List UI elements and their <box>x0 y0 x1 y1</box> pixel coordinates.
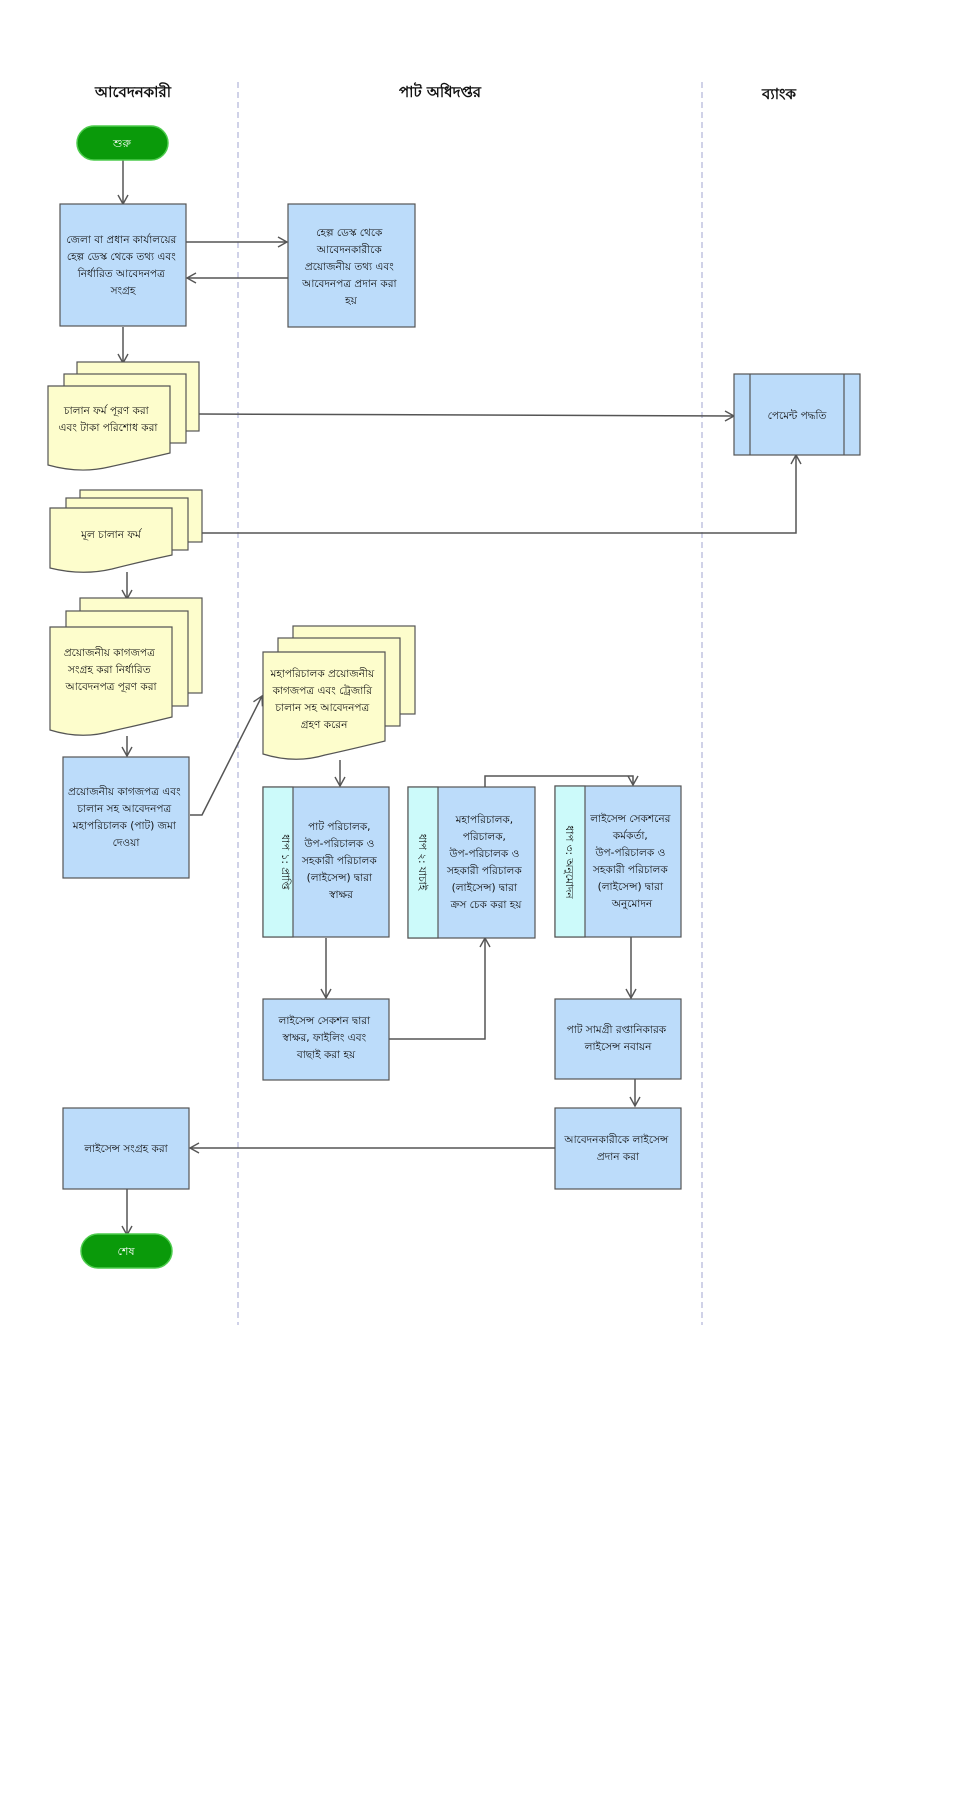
provide-license-line: প্রদান করা <box>597 1151 640 1163</box>
step2-line: উপ-পরিচালক ও <box>448 847 519 860</box>
step1-line: স্বাক্ষর <box>328 889 354 901</box>
help-desk-box: হেল্প ডেস্ক থেকে আবেদনকারীকে প্রয়োজনীয়… <box>287 203 416 328</box>
docs-collect-line: সংগ্রহ করা নির্ধারিত <box>67 663 152 676</box>
collect-license-box: লাইসেন্স সংগ্রহ করা <box>62 1107 190 1190</box>
svg-text:প্রয়োজনীয় কাগজপত্র এবং: প্রয়োজনীয় কাগজপত্র এবং চালান সহ আবেদনপ… <box>68 785 184 849</box>
submit-docs-line: চালান সহ আবেদনপত্র <box>76 803 172 815</box>
license-section-box: লাইসেন্স সেকশন দ্বারা স্বাক্ষর, ফাইলিং এ… <box>262 998 390 1081</box>
step1-label: ধাপ ১: প্রাপ্তি <box>279 834 292 891</box>
collect-info-line: নির্ধারিত আবেদনপত্র <box>77 267 166 280</box>
step2-line: ক্রস চেক করা হয় <box>450 899 523 911</box>
step2-line: পরিচালক, <box>463 830 506 843</box>
dg-receive-line: চালান সহ আবেদনপত্র <box>274 702 370 714</box>
svg-text:আবেদনকারীকে লাইসেন্স প্র: আবেদনকারীকে লাইসেন্স প্রদান করা <box>563 1133 671 1163</box>
svg-text:মহাপরিচালক প্রয়োজনীয় ক: মহাপরিচালক প্রয়োজনীয় কাগজপত্র এবং ট্রে… <box>270 667 378 731</box>
step1-line: সহকারী পরিচালক <box>301 854 377 867</box>
edge-original-to-payment <box>202 453 802 534</box>
docs-collect-document: প্রয়োজনীয় কাগজপত্র সংগ্রহ করা নির্ধারি… <box>49 597 203 736</box>
svg-text:মহাপরিচালক, পরিচালক,: মহাপরিচালক, পরিচালক, উপ-পরিচালক ও সহকারী… <box>446 813 525 911</box>
dg-receive-document: মহাপরিচালক প্রয়োজনীয় কাগজপত্র এবং ট্রে… <box>262 625 416 760</box>
collect-info-line: সংগ্রহ <box>110 285 137 297</box>
dg-receive-line: মহাপরিচালক প্রয়োজনীয় <box>270 667 375 680</box>
svg-text:হেল্প ডেস্ক থেকে আবেদনকা: হেল্প ডেস্ক থেকে আবেদনকারীকে প্রয়োজনীয়… <box>301 227 400 307</box>
collect-info-line: জেলা বা প্রধান কার্যালয়ের <box>66 233 177 246</box>
step1-line: (লাইসেন্স) দ্বারা <box>307 871 373 884</box>
svg-text:জেলা বা প্রধান কার্যালয়ের: জেলা বা প্রধান কার্যালয়ের হেল্প ডেস্ক থ… <box>66 233 179 297</box>
payment-method-label: পেমেন্ট পদ্ধতি <box>768 409 828 422</box>
edge-step2-to-step3 <box>484 775 639 787</box>
docs-collect-line: আবেদনপত্র পূরণ করা <box>64 681 157 693</box>
edge-license-section-to-step2 <box>389 936 491 1040</box>
step3-label: ধাপ ৩: অনুমোদন <box>563 825 575 899</box>
original-challan-label: মূল চালান ফর্ম <box>80 528 143 541</box>
original-challan-document: মূল চালান ফর্ম <box>49 489 203 573</box>
help-desk-line: প্রয়োজনীয় তথ্য এবং <box>305 260 394 273</box>
renewal-line: পাট সামগ্রী রপ্তানিকারক <box>567 1023 667 1036</box>
license-section-line: স্বাক্ষর, ফাইলিং এবং <box>282 1031 367 1044</box>
step3-line: লাইসেন্স সেকশনের <box>589 812 671 825</box>
collect-info-line: হেল্প ডেস্ক থেকে তথ্য এবং <box>67 251 176 263</box>
edge-challan-to-payment <box>197 410 736 422</box>
dg-receive-line: গ্রহণ করেন <box>301 719 348 731</box>
challan-fill-line: চালান ফর্ম পূরণ করা <box>63 404 150 417</box>
svg-text:প্রয়োজনীয় কাগজপত্র সংগ: প্রয়োজনীয় কাগজপত্র সংগ্রহ করা নির্ধারি… <box>64 646 158 693</box>
docs-collect-line: প্রয়োজনীয় কাগজপত্র <box>64 646 156 659</box>
start-terminal: শুরু <box>76 125 169 161</box>
step3-box: ধাপ ৩: অনুমোদন লাইসেন্স সেকশনের কর্মকর্ত… <box>554 785 682 938</box>
challan-fill-line: এবং টাকা পরিশোধ করা <box>59 421 159 434</box>
lane-header-jute-dept: পাট অধিদপ্তর <box>399 82 482 101</box>
lane-header-bank: ব্যাংক <box>761 85 797 103</box>
edge-submit-to-dg <box>190 694 264 816</box>
svg-text:চালান ফর্ম পূরণ করা এবং: চালান ফর্ম পূরণ করা এবং টাকা পরিশোধ করা <box>59 404 159 434</box>
collect-license-label: লাইসেন্স সংগ্রহ করা <box>83 1142 168 1155</box>
step2-line: (লাইসেন্স) দ্বারা <box>452 881 518 894</box>
svg-text:পাট সামগ্রী রপ্তানিকারক: পাট সামগ্রী রপ্তানিকারক লাইসেন্স নবায়ন <box>567 1023 670 1053</box>
step2-box: ধাপ ২: যাচাই মহাপরিচালক, পরিচালক, উপ-পরি… <box>407 786 536 939</box>
end-label: শেষ <box>117 1245 135 1258</box>
collect-info-box: জেলা বা প্রধান কার্যালয়ের হেল্প ডেস্ক থ… <box>59 203 187 327</box>
start-label: শুরু <box>112 137 131 150</box>
provide-license-box: আবেদনকারীকে লাইসেন্স প্রদান করা <box>554 1107 682 1190</box>
step1-line: পাট পরিচালক, <box>308 820 370 833</box>
submit-docs-line: দেওয়া <box>113 837 141 849</box>
step2-line: সহকারী পরিচালক <box>446 864 522 877</box>
help-desk-line: হেল্প ডেস্ক থেকে <box>316 227 383 239</box>
step3-line: অনুমোদন <box>611 898 653 910</box>
submit-docs-line: প্রয়োজনীয় কাগজপত্র এবং <box>68 785 181 798</box>
step2-label: ধাপ ২: যাচাই <box>416 834 429 892</box>
step1-box: ধাপ ১: প্রাপ্তি পাট পরিচালক, উপ-পরিচালক … <box>262 786 390 938</box>
svg-text:পাট পরিচালক, উপ-পরিচালক: পাট পরিচালক, উপ-পরিচালক ও সহকারী পরিচালক… <box>301 820 380 901</box>
step3-line: (লাইসেন্স) দ্বারা <box>598 880 664 893</box>
step3-line: কর্মকর্তা, <box>612 829 648 842</box>
svg-text:লাইসেন্স সেকশনের কর্মকর্: লাইসেন্স সেকশনের কর্মকর্তা, উপ-পরিচালক ও… <box>589 812 673 910</box>
dg-receive-line: কাগজপত্র এবং ট্রেজারি <box>272 684 374 697</box>
step3-line: সহকারী পরিচালক <box>592 863 668 876</box>
license-section-line: বাছাই করা হয় <box>296 1048 356 1061</box>
step1-line: উপ-পরিচালক ও <box>303 837 374 850</box>
renewal-line: লাইসেন্স নবায়ন <box>584 1040 652 1053</box>
renewal-box: পাট সামগ্রী রপ্তানিকারক লাইসেন্স নবায়ন <box>554 998 682 1080</box>
help-desk-line: হয় <box>344 295 358 307</box>
challan-fill-document: চালান ফর্ম পূরণ করা এবং টাকা পরিশোধ করা <box>47 361 200 471</box>
step3-line: উপ-পরিচালক ও <box>594 846 665 859</box>
license-section-line: লাইসেন্স সেকশন দ্বারা <box>278 1014 372 1027</box>
lane-header-applicant: আবেদনকারী <box>94 82 172 101</box>
end-terminal: শেষ <box>80 1233 173 1269</box>
submit-docs-line: মহাপরিচালক (পাট) জমা <box>72 819 177 832</box>
provide-license-line: আবেদনকারীকে লাইসেন্স <box>563 1133 669 1146</box>
svg-text:লাইসেন্স সেকশন দ্বারা স্: লাইসেন্স সেকশন দ্বারা স্বাক্ষর, ফাইলিং এ… <box>278 1014 374 1061</box>
payment-method-box: পেমেন্ট পদ্ধতি <box>733 373 861 456</box>
help-desk-line: আবেদনকারীকে <box>316 243 382 256</box>
step2-line: মহাপরিচালক, <box>455 813 514 826</box>
submit-docs-box: প্রয়োজনীয় কাগজপত্র এবং চালান সহ আবেদনপ… <box>62 756 190 879</box>
help-desk-line: আবেদনপত্র প্রদান করা <box>301 278 397 290</box>
